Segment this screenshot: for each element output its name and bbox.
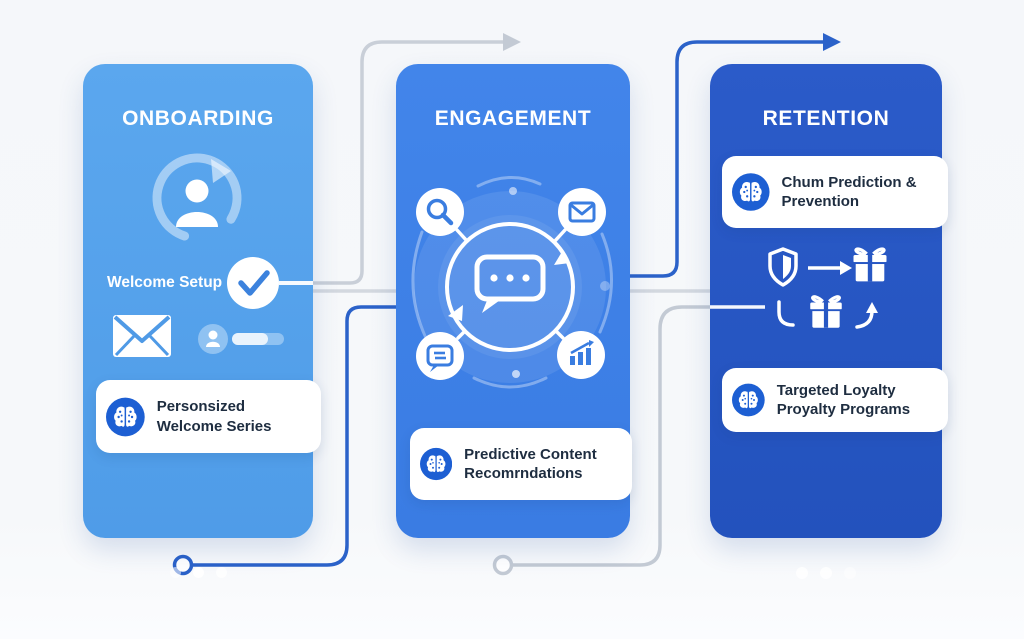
bar-chart-icon	[557, 331, 605, 379]
curve-line-icon	[777, 300, 795, 327]
pagination-dot[interactable]	[844, 567, 856, 579]
decorative-dot	[600, 281, 610, 291]
ai-feature-card-loyalty-programs[interactable]: Targeted Loyalty Proyalty Programs	[722, 368, 948, 432]
cycle-arrows-icon	[445, 222, 575, 352]
onboarding-icons	[113, 153, 313, 357]
stage-card-onboarding: ONBOARDING Welcome Setup Personsized Wel…	[83, 64, 321, 578]
chat-sync-icon	[416, 332, 464, 380]
brain-icon	[420, 447, 453, 481]
brain-icon	[732, 173, 770, 211]
decorative-dot	[509, 187, 517, 195]
stage-title: ENGAGEMENT	[434, 107, 592, 131]
pagination-dot[interactable]	[215, 567, 227, 578]
welcome-setup-label: Welcome Setup	[107, 274, 223, 291]
user-progress-icon	[198, 324, 284, 354]
ai-card-label: Chum Prediction & Prevention	[781, 173, 917, 211]
envelope-icon	[113, 315, 171, 357]
check-circle-icon	[227, 257, 279, 309]
arrow-right-icon	[808, 261, 852, 275]
gift-icon	[808, 295, 844, 330]
retention-icons	[710, 247, 889, 330]
stage-card-engagement: ENGAGEMENT Predictive Content Recomrndat…	[396, 64, 632, 538]
pagination-dot[interactable]	[796, 567, 808, 579]
pagination-dots	[83, 567, 313, 578]
user-sync-icon	[152, 153, 242, 243]
brain-icon	[106, 397, 145, 436]
ai-card-label: Targeted Loyalty Proyalty Programs	[776, 381, 911, 419]
ai-feature-card-welcome-series[interactable]: Personsized Welcome Series	[96, 380, 321, 453]
pagination-dot[interactable]	[192, 567, 204, 578]
ai-feature-card-churn-prediction[interactable]: Chum Prediction & Prevention	[722, 156, 948, 228]
stage-card-retention: RETENTION Chum Prediction & Prevention	[710, 64, 948, 579]
chat-bubble-icon	[474, 254, 546, 313]
mail-icon	[558, 188, 606, 236]
search-icon	[416, 188, 464, 236]
ai-card-label: Predictive Content Recomrndations	[464, 445, 597, 483]
pagination-dots	[710, 567, 942, 579]
brain-icon	[732, 383, 765, 417]
decorative-dot	[512, 370, 520, 378]
stage-title: RETENTION	[762, 107, 890, 131]
pagination-dot[interactable]	[820, 567, 832, 579]
ai-card-label: Personsized Welcome Series	[156, 398, 272, 435]
gift-icon	[851, 247, 889, 284]
stage-title: ONBOARDING	[122, 107, 274, 131]
pagination-dot[interactable]	[169, 567, 181, 578]
curve-up-arrow-icon	[855, 302, 878, 329]
shield-icon	[768, 247, 798, 287]
ai-feature-card-recommendations[interactable]: Predictive Content Recomrndations	[410, 428, 632, 500]
